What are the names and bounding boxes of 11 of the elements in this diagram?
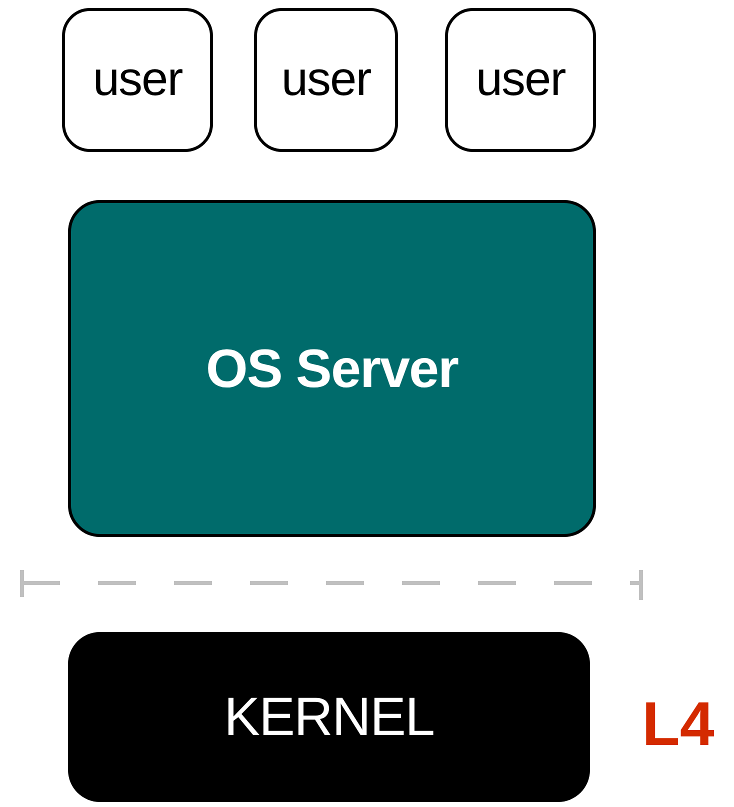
node-label: OS Server	[206, 342, 458, 396]
node-label: KERNEL	[224, 690, 434, 744]
user-box	[254, 8, 398, 152]
node-label: user	[281, 56, 371, 104]
user-box	[445, 8, 596, 152]
layer-label: L4	[642, 694, 714, 756]
kernel-box	[68, 632, 590, 802]
node-label: user	[476, 56, 566, 104]
server-box	[68, 200, 596, 537]
node-label: user	[92, 56, 182, 104]
user-box	[62, 8, 213, 152]
